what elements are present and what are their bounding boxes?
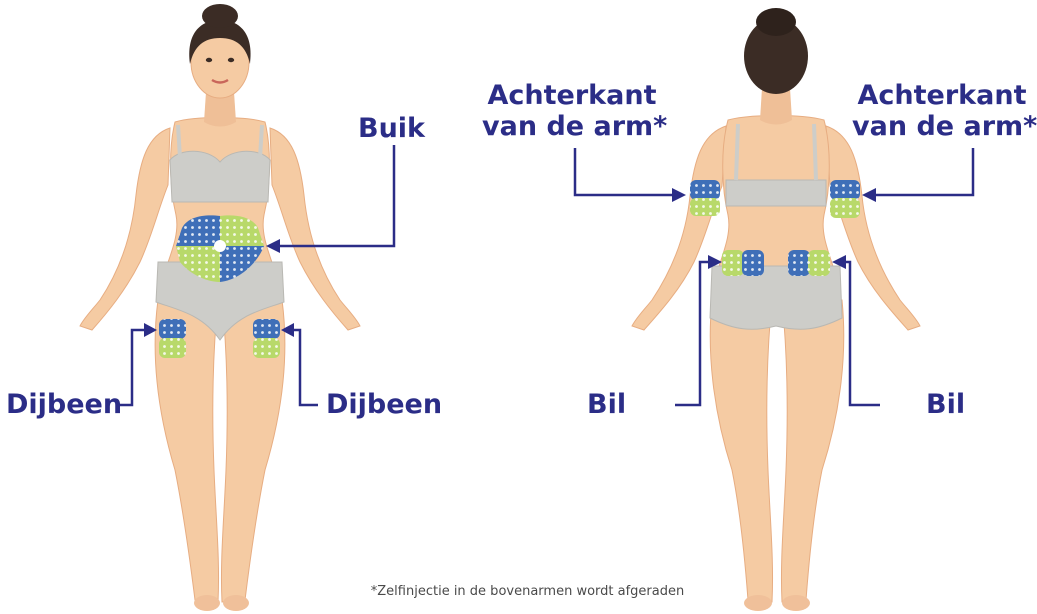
arm-right-label-line1: Achterkant [852,80,1032,111]
left-back-arm-injection-zone [690,180,720,216]
right-thigh-injection-zone [253,319,280,358]
arm-left-label-line2: van de arm* [482,111,662,142]
dijbeen-right-label: Dijbeen [326,389,442,420]
front-figure [80,4,360,611]
bil-left-label: Bil [587,389,626,420]
arm-right-label-line2: van de arm* [852,111,1032,142]
dijbeen-right-callout-line [290,330,318,405]
arm-left-label-line1: Achterkant [482,80,662,111]
right-buttock-injection-zone [788,250,830,276]
back-right-leg [781,300,843,602]
back-bra [726,180,826,206]
arm-right-label: Achterkant van de arm* [852,80,1032,142]
front-eye-right [228,58,234,62]
arm-left-callout-line [575,148,676,195]
bil-right-label: Bil [926,389,965,420]
footnote: *Zelfinjectie in de bovenarmen wordt afg… [0,584,1037,599]
arm-left-label: Achterkant van de arm* [482,80,662,142]
arm-right-callout-line [872,148,973,195]
right-back-arm-injection-zone [830,180,860,218]
left-thigh-injection-zone [159,319,186,358]
front-hair-bun [202,4,238,28]
footnote-text: *Zelfinjectie in de bovenarmen wordt afg… [353,584,684,599]
dijbeen-left-label: Dijbeen [6,389,122,420]
front-eye-left [206,58,212,62]
buik-label: Buik [358,113,425,144]
back-left-leg [710,300,772,602]
back-hair-bun [756,8,796,36]
left-buttock-injection-zone [722,250,764,276]
